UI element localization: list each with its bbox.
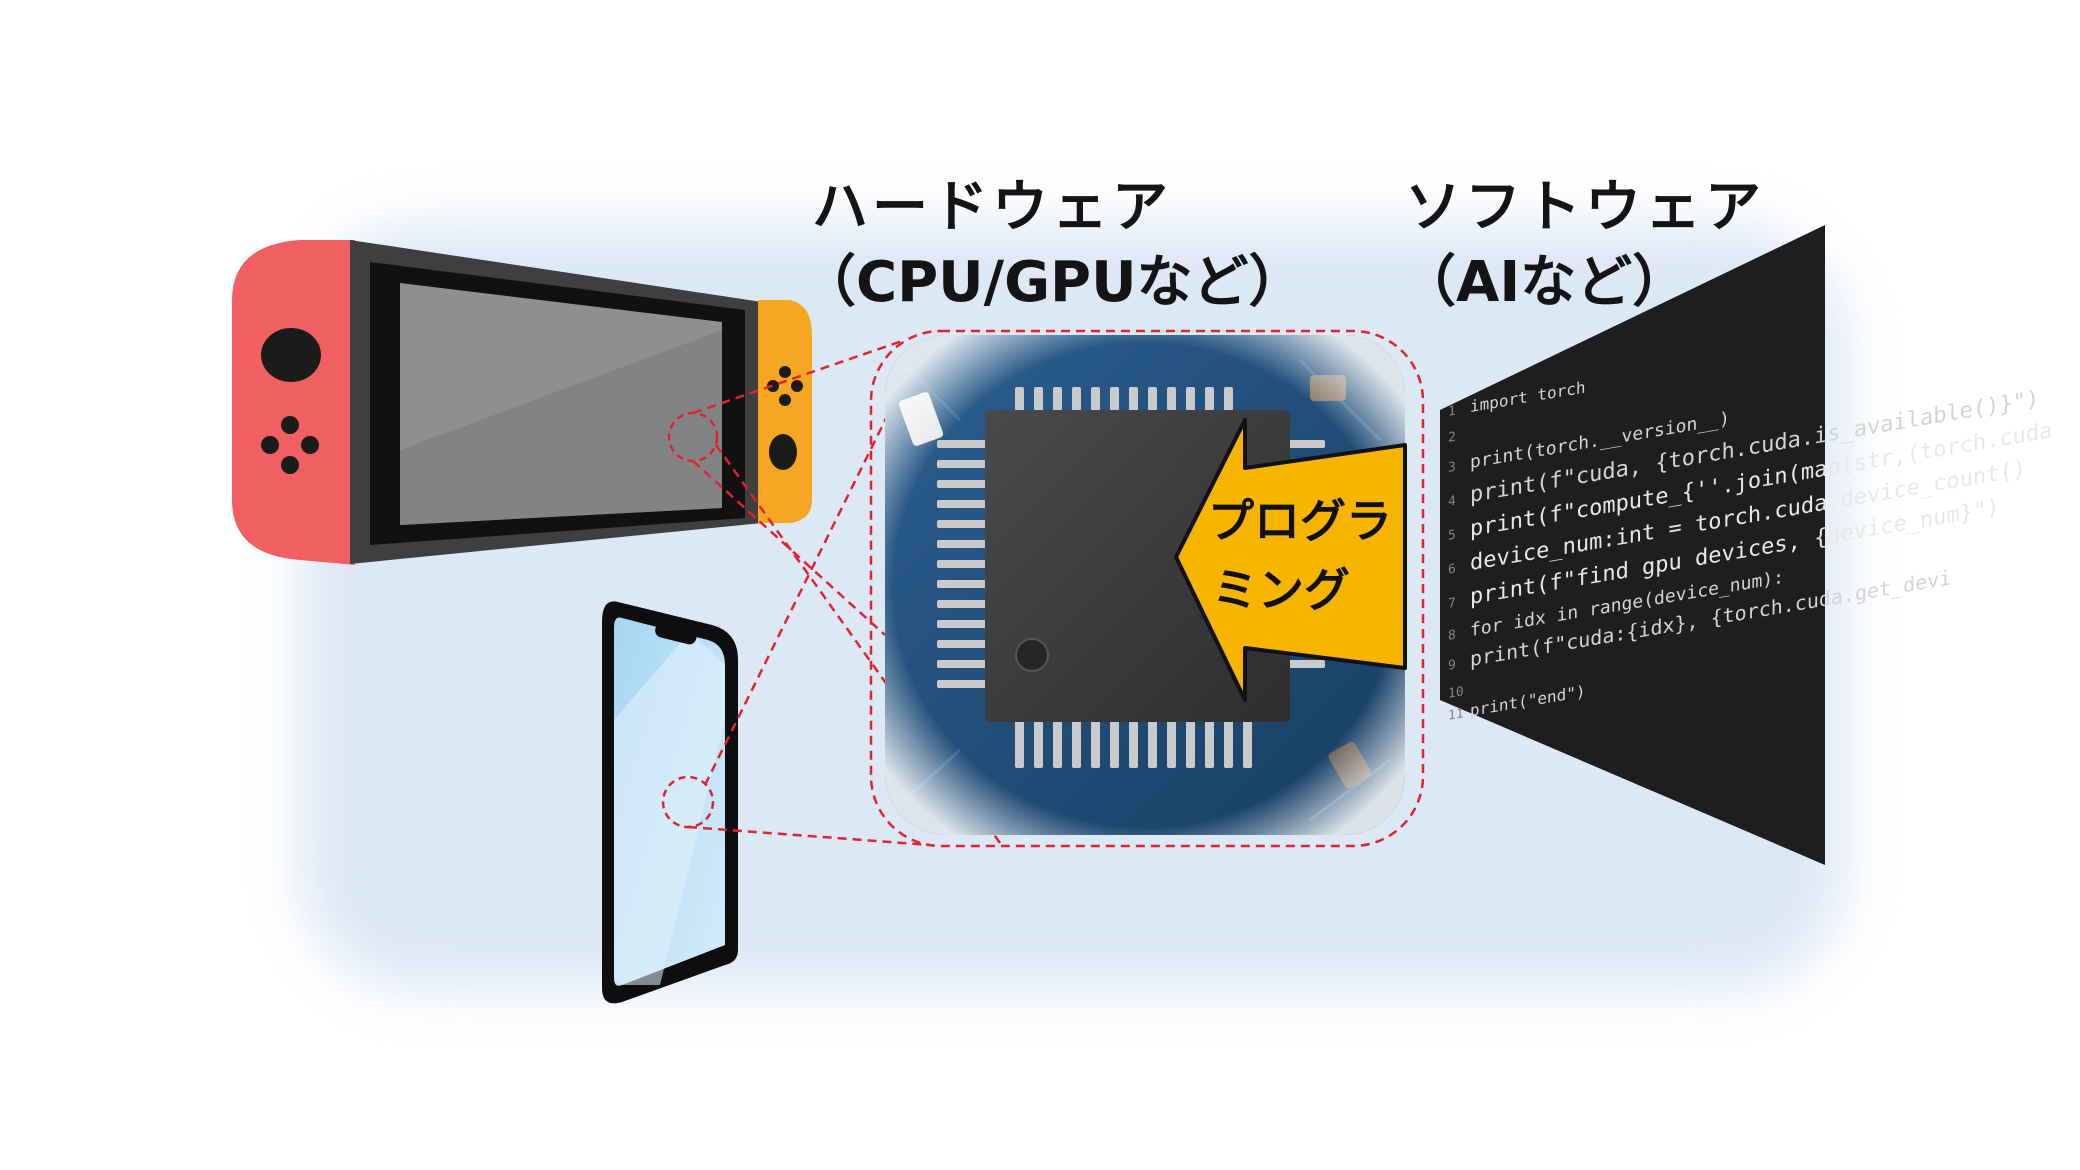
code-line-number: 5 (1448, 528, 1456, 544)
hardware-title: ハードウェア (812, 175, 1172, 240)
code-line-number: 3 (1448, 460, 1456, 476)
software-title: ソフトウェア (1405, 175, 1765, 240)
code-line-number: 11 (1448, 706, 1464, 724)
arrow-icon: プログラ ミング (1174, 418, 1407, 702)
code-editor-icon: 1 import torch 2 3 print(torch.__version… (1440, 225, 2052, 865)
right-stick (769, 434, 797, 470)
code-line-number: 4 (1448, 494, 1456, 510)
arrow-label-line2: ミング (1212, 563, 1350, 617)
chip-zoom-frame (869, 329, 1425, 848)
smartphone-icon (602, 601, 738, 1004)
editor-panel (1440, 225, 1825, 865)
code-line-number: 8 (1448, 628, 1456, 644)
phone-notch (655, 622, 697, 645)
code-line-number: 7 (1448, 596, 1456, 612)
code-line-number: 9 (1448, 658, 1456, 674)
code-line-number: 10 (1448, 684, 1464, 702)
arrow-label-line1: プログラ (1208, 494, 1392, 548)
code-line-number: 6 (1448, 562, 1456, 578)
left-stick (261, 328, 321, 382)
software-subtitle: （AIなど） (1400, 250, 1689, 315)
right-joycon (758, 300, 812, 523)
game-console-icon (232, 240, 812, 565)
code-line-number: 2 (1448, 430, 1456, 446)
hardware-subtitle: （CPU/GPUなど） (800, 250, 1305, 315)
code-line-number: 1 (1448, 404, 1456, 420)
left-joycon (232, 240, 355, 565)
